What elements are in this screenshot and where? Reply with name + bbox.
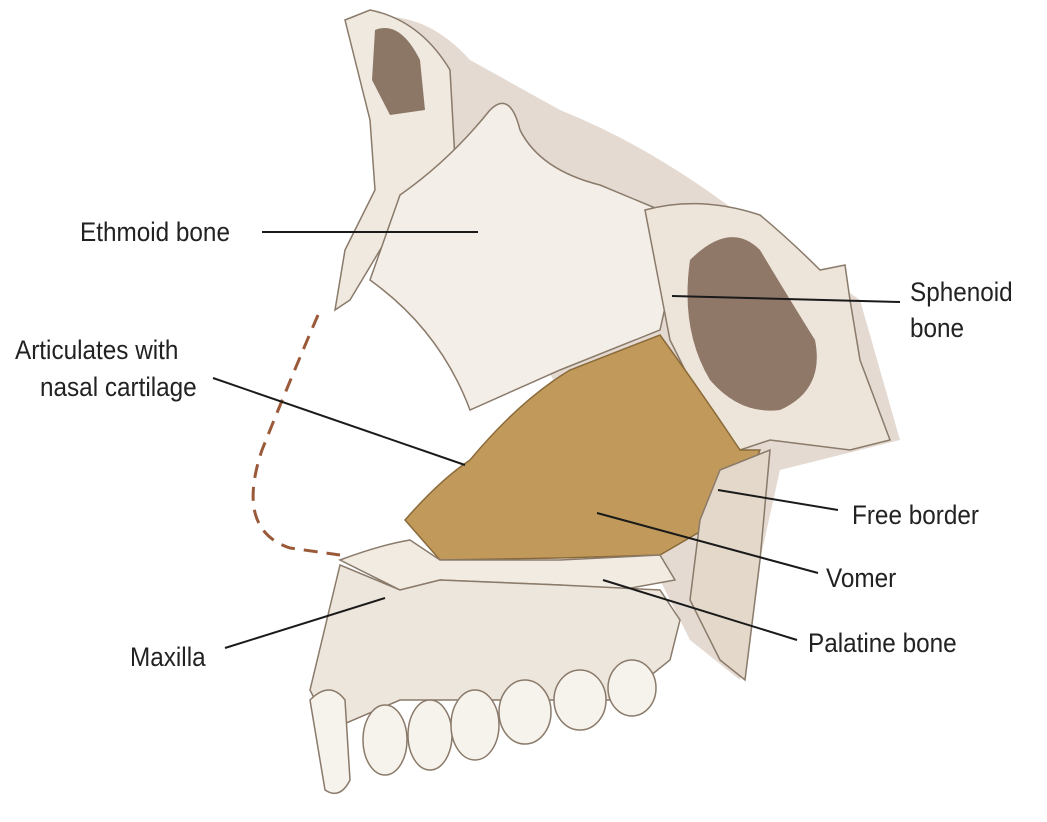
leader-palatine [602,579,798,641]
label-articulates-line1: Articulates with [15,335,179,365]
leader-vomer [596,512,819,574]
label-palatine-bone: Palatine bone [808,628,957,658]
label-ethmoid-bone: Ethmoid bone [80,217,230,247]
pterygoid [689,448,771,682]
leader-sphenoid [671,295,901,303]
frontal-bone [333,9,456,312]
nasal-cartilage-outline [251,314,341,557]
leader-free-border [717,489,839,511]
label-maxilla: Maxilla [130,642,206,672]
teeth [309,659,657,795]
frontal-sinus [372,28,425,115]
sphenoid-sinus [687,237,817,411]
leader-maxilla [224,597,386,649]
ethmoid-bone [369,102,681,412]
label-articulates-line2: nasal cartilage [40,372,197,402]
label-sphenoid-line2: bone [910,313,965,343]
leader-articulates [212,377,466,466]
label-vomer: Vomer [826,563,897,593]
label-sphenoid-line1: Sphenoid [910,277,1013,307]
leader-lines [212,231,901,649]
label-free-border: Free border [852,500,979,530]
